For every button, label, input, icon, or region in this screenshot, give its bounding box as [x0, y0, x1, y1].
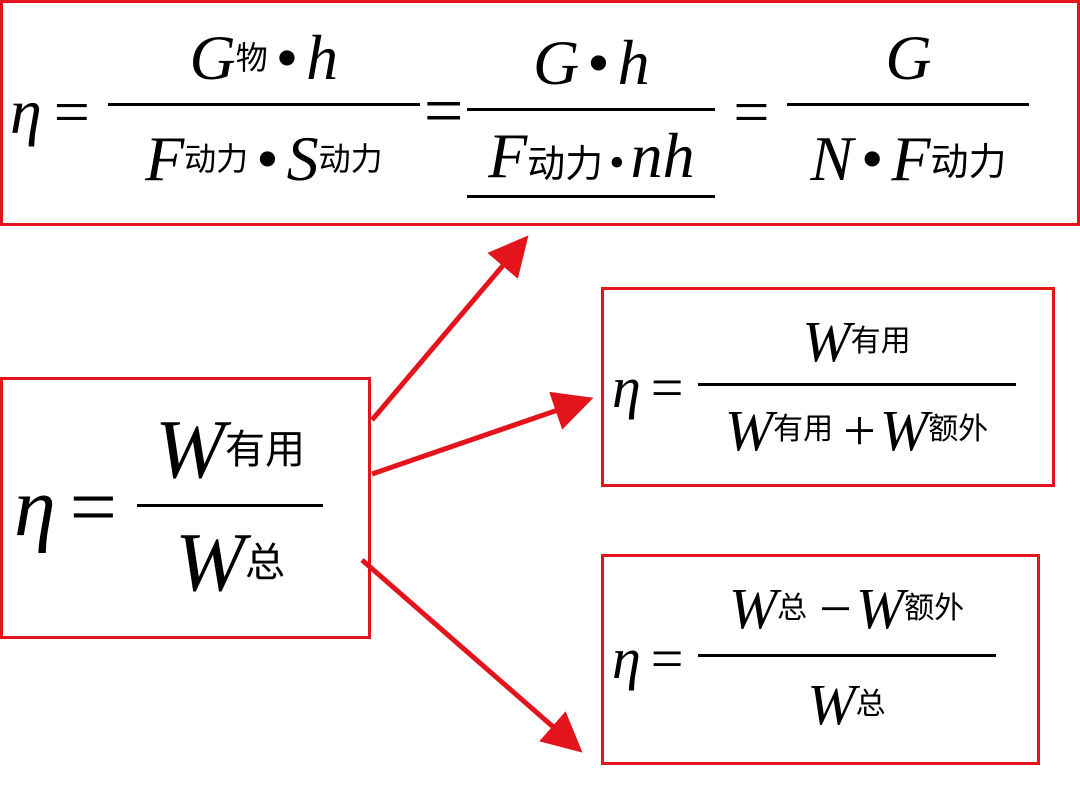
fraction-pulley: G • h F 动力 • nh: [467, 18, 716, 206]
var-G: G: [533, 27, 580, 98]
var-h: h: [306, 22, 339, 93]
multiply-dot: •: [587, 27, 610, 98]
multiply-dot: •: [256, 122, 279, 194]
total-minus-extra-box: [601, 554, 1040, 765]
arrow-to-top-formula: [370, 235, 529, 422]
var-W: W: [728, 576, 778, 641]
var-W: W: [855, 576, 905, 641]
var-h: h: [617, 27, 650, 98]
useful-plus-extra-box: [601, 287, 1055, 487]
equals-sign: =: [650, 625, 684, 691]
var-W: W: [802, 309, 851, 374]
fraction-bar: [107, 103, 420, 106]
fraction-bar: [467, 108, 716, 111]
var-S: S: [286, 122, 319, 194]
arrow-to-total-minus-extra: [360, 558, 583, 753]
underline: [467, 195, 716, 198]
subscript-zong: 总: [855, 686, 886, 722]
var-F: F: [891, 122, 931, 194]
equals-sign: =: [423, 73, 464, 150]
subscript-zong: 总: [245, 539, 286, 586]
main-efficiency-box: [0, 377, 371, 639]
eta-symbol: η: [612, 354, 641, 420]
subscript-ewai: 额外: [904, 590, 965, 626]
var-nh: nh: [630, 120, 695, 191]
var-W: W: [879, 397, 929, 463]
label-dongli: 动力: [527, 142, 604, 186]
fraction-bar: [137, 503, 324, 507]
eta-symbol: η: [14, 460, 56, 554]
fraction-bar: [697, 383, 1016, 386]
equals-sign: =: [69, 460, 118, 554]
subscript-ewai: 额外: [928, 412, 989, 447]
var-W: W: [175, 516, 246, 609]
top-formula-box: [0, 0, 1080, 226]
equals-sign: =: [650, 354, 684, 420]
var-G: G: [189, 22, 236, 93]
var-W: W: [724, 397, 774, 463]
arrow-to-useful-plus-extra: [371, 391, 594, 477]
multiply-dot: •: [275, 22, 299, 93]
var-N: N: [810, 122, 853, 194]
label-dongli: 动力: [930, 140, 1007, 184]
multiply-dot: •: [861, 122, 884, 194]
subscript-youyong: 有用: [225, 426, 306, 473]
equals-sign: =: [733, 76, 770, 147]
plus-sign: +: [843, 397, 876, 463]
fraction-bar: [787, 103, 1030, 106]
subscript-dongli: 动力: [318, 139, 383, 178]
var-G: G: [885, 22, 932, 93]
subscript-zong: 总: [777, 590, 808, 626]
eta-symbol: η: [612, 625, 641, 691]
subscript-dongli: 动力: [184, 139, 249, 178]
var-W: W: [155, 403, 226, 496]
eta-symbol: η: [10, 76, 42, 147]
fraction-bar: [697, 653, 996, 657]
var-F: F: [488, 120, 528, 191]
subscript-wu: 物: [235, 39, 268, 77]
equals-sign: =: [53, 76, 90, 147]
fraction-simplified: G N • F 动力: [787, 13, 1030, 211]
var-F: F: [145, 122, 185, 194]
multiply-dot: •: [609, 138, 625, 187]
var-W: W: [807, 672, 856, 737]
subscript-youyong: 有用: [850, 323, 911, 359]
minus-sign: −: [819, 576, 852, 641]
subscript-youyong: 有用: [773, 412, 834, 447]
